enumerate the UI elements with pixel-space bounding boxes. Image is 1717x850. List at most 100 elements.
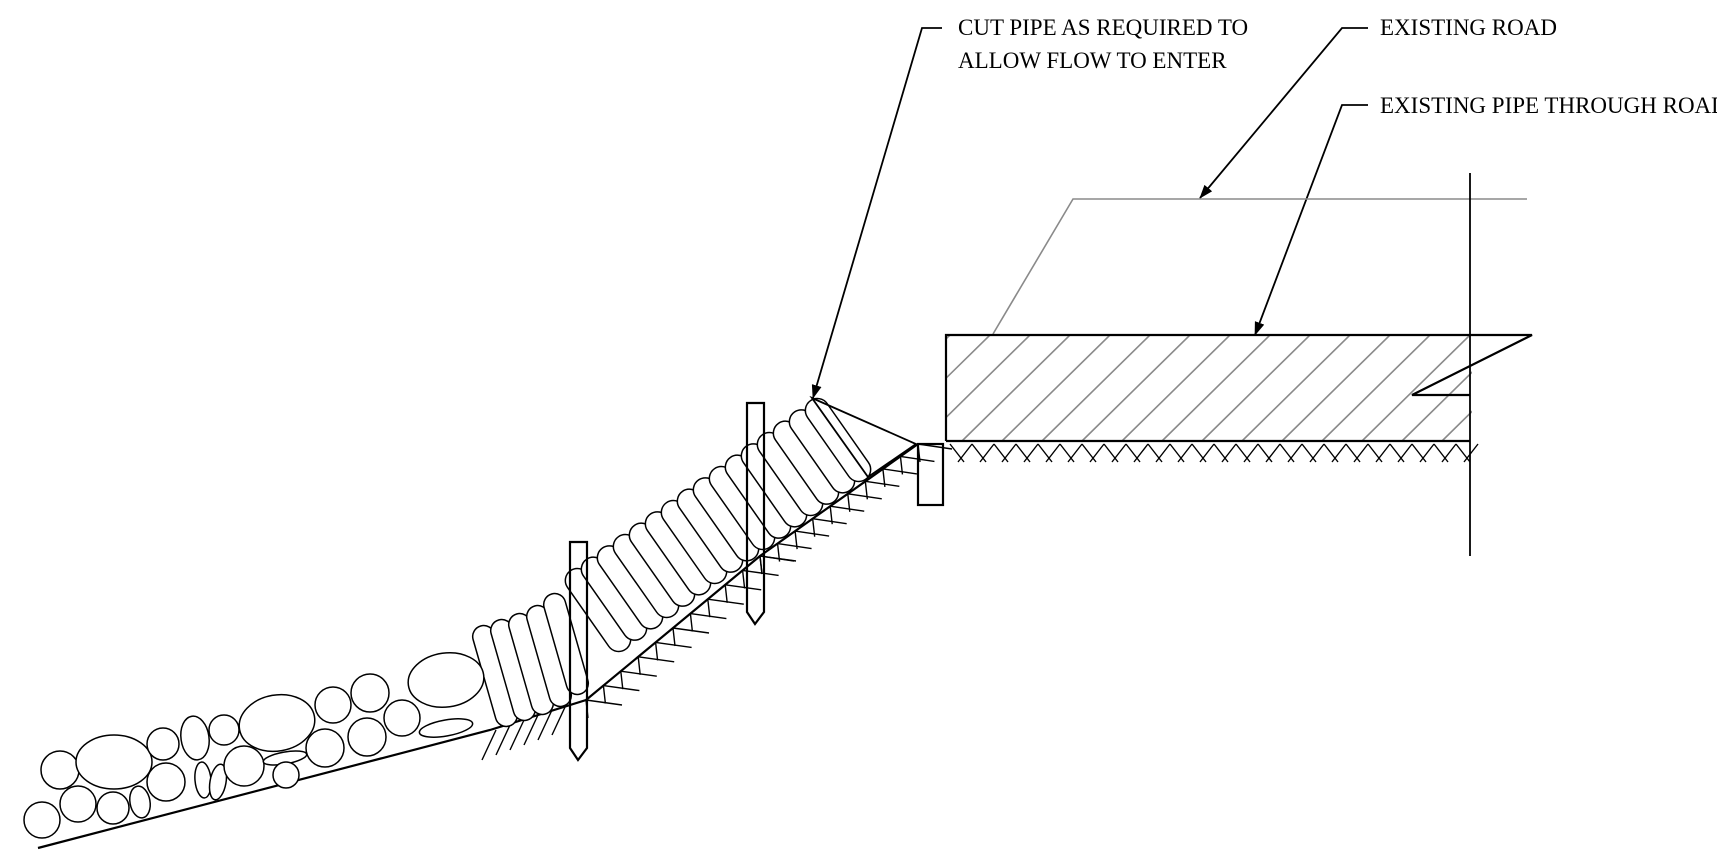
slope-tick <box>742 569 779 577</box>
hatch-line <box>1081 335 1191 442</box>
soil-tick <box>949 443 965 463</box>
slope-tick <box>812 517 847 525</box>
rock <box>208 714 240 746</box>
slope-tick <box>759 555 763 575</box>
soil-tick <box>1279 443 1295 463</box>
soil-tick <box>1191 443 1207 463</box>
hatch-line <box>1441 410 1472 442</box>
soil-tick <box>1353 443 1369 463</box>
soil-tick <box>971 443 987 463</box>
soil-tick <box>1419 443 1435 463</box>
existing-pipe-label: EXISTING PIPE THROUGH ROAD <box>1380 93 1717 118</box>
soil-tick <box>1015 443 1031 463</box>
soil-tick <box>1081 443 1097 463</box>
soil-tick <box>1125 443 1141 463</box>
soil-tick <box>1023 443 1039 463</box>
slope-tick <box>882 468 886 487</box>
soil-tick <box>1257 443 1273 463</box>
hatch-line <box>1161 335 1271 442</box>
hatch-line <box>1201 335 1311 442</box>
rock <box>146 762 186 802</box>
hatch-line <box>1361 335 1471 442</box>
rock <box>238 693 316 753</box>
slope-tick <box>689 613 694 632</box>
cut-pipe-label-line2: ALLOW FLOW TO ENTER <box>958 48 1227 73</box>
soil-tick <box>1001 443 1017 463</box>
slope-tick <box>899 456 904 475</box>
soil-tick <box>957 443 973 463</box>
soil-tick <box>1067 443 1083 463</box>
soil-tick <box>1331 443 1347 463</box>
slope-tick <box>882 468 917 475</box>
slope-tick <box>776 543 781 562</box>
soil-tick <box>1397 443 1413 463</box>
rock <box>350 673 390 713</box>
soil-tick <box>1059 443 1075 463</box>
slope-soil-hatching <box>481 443 953 761</box>
wattle-roll <box>804 397 872 483</box>
existing-pipe-leader <box>1254 104 1368 336</box>
existing-pipe-section <box>916 173 1533 556</box>
hatch-line <box>1281 335 1391 442</box>
slope-tick <box>707 599 711 618</box>
soil-tick <box>1133 443 1149 463</box>
soil-tick <box>1235 443 1251 463</box>
slope-tick <box>865 480 900 488</box>
slope-tick <box>672 627 710 634</box>
stake-upper <box>745 401 766 626</box>
soil-tick <box>1265 443 1281 463</box>
hatch-line <box>1401 371 1472 442</box>
soil-tick <box>1199 443 1215 463</box>
wattle-rolls <box>471 397 872 728</box>
pipe-end-block <box>916 442 945 507</box>
slope-tick <box>690 612 727 620</box>
soil-tick <box>1221 443 1237 463</box>
soil-tick <box>1243 443 1259 463</box>
slope-tick <box>795 530 830 537</box>
slope-tick <box>847 493 851 512</box>
slope-tick <box>741 570 746 589</box>
soil-tick <box>1177 443 1193 463</box>
slope-tick <box>551 704 567 736</box>
cut-pipe-label-line1: CUT PIPE AS REQUIRED TO <box>958 15 1248 40</box>
slope-tick <box>655 641 692 649</box>
cut-pipe-leader <box>811 27 942 399</box>
soil-tick <box>1463 443 1479 463</box>
soil-tick <box>1301 443 1317 463</box>
soil-tick <box>1111 443 1127 463</box>
rock <box>146 727 180 761</box>
slope-tick <box>900 455 935 463</box>
rock <box>272 761 300 789</box>
slope-tick <box>811 518 816 537</box>
hatch-line <box>946 335 951 341</box>
soil-tick <box>1089 443 1105 463</box>
rock <box>40 750 80 790</box>
soil-tick <box>1367 443 1383 463</box>
soil-tick <box>1155 443 1171 463</box>
rock <box>59 785 97 823</box>
hatch-line <box>961 335 1071 442</box>
slope-tick <box>481 729 497 761</box>
soil-tick <box>1213 443 1229 463</box>
soil-tick <box>1309 443 1325 463</box>
road-soil-hatching <box>949 443 1479 463</box>
slope-tick <box>707 598 744 605</box>
soil-tick <box>979 443 995 463</box>
rock <box>180 715 210 761</box>
slope-tick <box>620 671 624 690</box>
existing-road-label: EXISTING ROAD <box>1380 15 1557 40</box>
rock <box>96 791 130 825</box>
hatch-line <box>946 335 991 380</box>
stake-lower <box>568 540 589 762</box>
slope-tick <box>672 627 676 647</box>
slope-tick <box>829 506 833 525</box>
soil-tick <box>1147 443 1163 463</box>
slope-tick <box>864 481 869 500</box>
rock <box>407 651 485 709</box>
slope-tick <box>495 724 511 756</box>
slope-tick <box>917 443 921 463</box>
soil-tick <box>1345 443 1361 463</box>
slope-tick <box>603 684 640 692</box>
rock <box>383 699 421 737</box>
slope-tick <box>602 685 607 704</box>
